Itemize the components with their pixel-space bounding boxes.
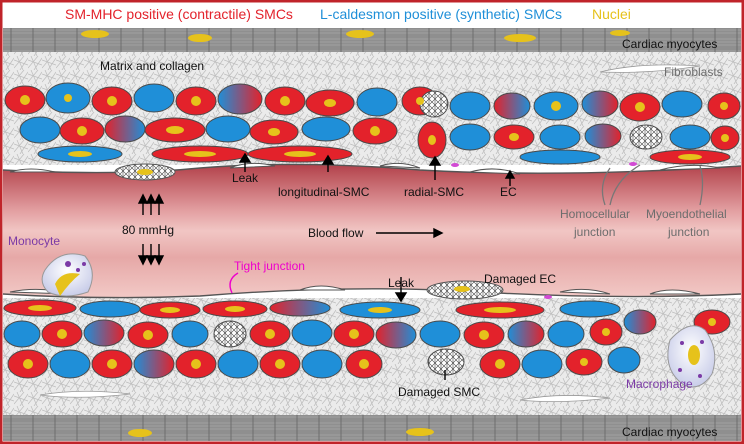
- smc-intermediate: [581, 90, 619, 118]
- label-ec: EC: [500, 185, 517, 199]
- smc-intermediate: [104, 115, 146, 143]
- legend-contractile: SM-MHC positive (contractile) SMCs: [65, 6, 293, 22]
- smc-longitudinal: [559, 300, 621, 318]
- smc-synthetic: [547, 320, 585, 348]
- smc-intermediate: [623, 309, 657, 335]
- endothelium-bottom: [2, 288, 742, 299]
- smc-synthetic: [3, 320, 41, 348]
- endothelial-cells-top: [9, 162, 721, 175]
- smc-synthetic: [49, 349, 91, 379]
- smc-synthetic: [607, 346, 641, 374]
- smc-intermediate: [493, 92, 531, 120]
- label-tight-junction: Tight junction: [234, 259, 305, 273]
- smc-synthetic: [419, 320, 461, 348]
- smc-longitudinal: [79, 300, 141, 318]
- smc-synthetic: [449, 91, 491, 121]
- smc-synthetic: [19, 116, 61, 144]
- smc-intermediate: [133, 349, 175, 379]
- label-myoendothelial-1: Myoendothelial: [646, 207, 727, 221]
- smc-intermediate: [584, 123, 622, 149]
- tight-junction-arrow: [229, 272, 239, 294]
- smc-synthetic: [539, 124, 581, 150]
- smc-damaged: [629, 124, 663, 150]
- annotation-arrows: [137, 152, 516, 380]
- smc-synthetic: [661, 90, 703, 118]
- label-leak-top: Leak: [232, 171, 259, 185]
- legend-synthetic: L-caldesmon positive (synthetic) SMCs: [320, 6, 562, 22]
- smc-intermediate: [375, 321, 417, 349]
- label-damaged-ec: Damaged EC: [484, 272, 556, 286]
- label-fibroblasts: Fibroblasts: [664, 65, 723, 79]
- cardiac-nuclei: [81, 30, 630, 437]
- damaged-ec-nucleus: [454, 286, 470, 292]
- macrophage-cell: [667, 325, 716, 388]
- label-homocellular-1: Homocellular: [560, 207, 630, 221]
- smc-synthetic: [205, 115, 251, 143]
- smc-synthetic: [133, 83, 175, 113]
- leak-ec-nucleus: [137, 169, 153, 175]
- monocyte-cell: [41, 253, 93, 297]
- myoendothelial-junctions: [451, 162, 637, 299]
- label-cardiac-bottom: Cardiac myocytes: [622, 425, 717, 439]
- endothelial-cells-bottom: [9, 285, 701, 295]
- smc-synthetic: [217, 349, 259, 379]
- smc-synthetic: [521, 349, 563, 379]
- legend-nuclei: Nuclei: [592, 6, 631, 22]
- junction-arrows: [601, 164, 704, 206]
- smc-layer-bottom: [3, 299, 731, 379]
- smc-synthetic: [449, 123, 491, 151]
- label-damaged-smc: Damaged SMC: [398, 385, 480, 399]
- label-myoendothelial-2: junction: [667, 225, 709, 239]
- label-macrophage: Macrophage: [626, 377, 693, 391]
- label-pressure: 80 mmHg: [122, 223, 174, 237]
- smc-synthetic: [291, 319, 333, 347]
- smc-damaged: [213, 320, 247, 348]
- smc-synthetic: [301, 116, 351, 142]
- smc-intermediate: [217, 83, 263, 115]
- label-monocyte: Monocyte: [8, 234, 60, 248]
- smc-longitudinal: [519, 149, 601, 165]
- smc-intermediate: [507, 320, 545, 348]
- smc-damaged: [419, 90, 449, 118]
- smc-damaged: [427, 348, 465, 376]
- cardiac-myocyte-band-bottom: [3, 415, 741, 441]
- vessel-lumen: [3, 164, 741, 298]
- label-longitudinal: longitudinal-SMC: [278, 185, 370, 199]
- smc-intermediate: [83, 319, 125, 347]
- label-blood-flow: Blood flow: [308, 226, 364, 240]
- smc-synthetic: [356, 87, 398, 117]
- smc-synthetic: [301, 349, 343, 379]
- fibroblasts: [39, 64, 701, 402]
- smc-layer-top: [4, 82, 741, 165]
- matrix-collagen-bottom: [3, 385, 741, 415]
- smc-longitudinal: [269, 299, 331, 317]
- smc-synthetic: [171, 320, 209, 348]
- matrix-collagen-top: [3, 52, 741, 80]
- label-homocellular-2: junction: [573, 225, 615, 239]
- label-cardiac-top: Cardiac myocytes: [622, 37, 717, 51]
- smc-synthetic: [669, 124, 711, 150]
- label-radial: radial-SMC: [404, 185, 464, 199]
- label-matrix: Matrix and collagen: [100, 59, 204, 73]
- label-leak-bottom: Leak: [388, 276, 415, 290]
- smc-nuclei: [20, 94, 729, 369]
